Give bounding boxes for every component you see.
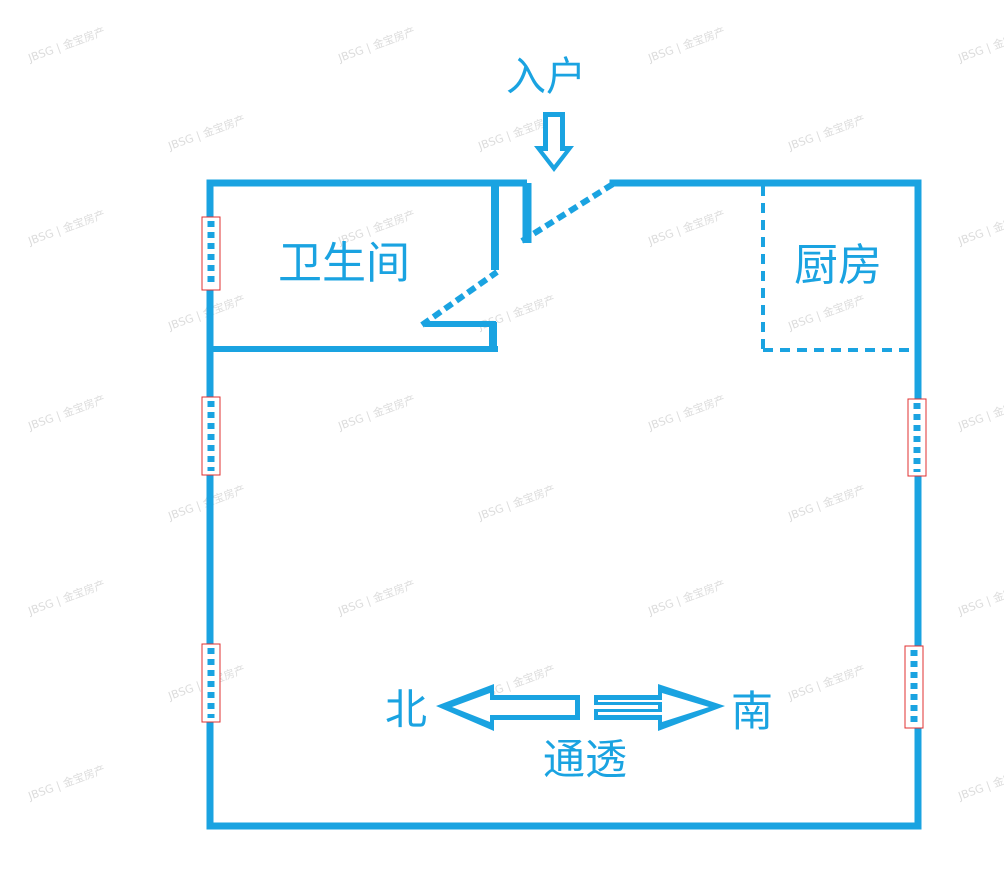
watermark-text: JBSG | 金宝房产 [335, 24, 417, 65]
windows [201, 216, 927, 729]
north-label: 北 [385, 685, 427, 734]
watermark-text: JBSG | 金宝房产 [955, 24, 1004, 65]
door-swing [520, 181, 615, 244]
watermark-text: JBSG | 金宝房产 [25, 24, 107, 65]
watermark-text: JBSG | 金宝房产 [785, 292, 867, 333]
bathroom-label: 卫生间 [278, 238, 410, 289]
watermark-text: JBSG | 金宝房产 [475, 482, 557, 523]
watermark-text: JBSG | 金宝房产 [25, 392, 107, 433]
watermark-text: JBSG | 金宝房产 [25, 762, 107, 803]
watermark-text: JBSG | 金宝房产 [645, 577, 727, 618]
watermark-text: JBSG | 金宝房产 [335, 577, 417, 618]
watermark-text: JBSG | 金宝房产 [165, 112, 247, 153]
south-label: 南 [731, 687, 773, 736]
watermark-text: JBSG | 金宝房产 [645, 392, 727, 433]
watermark-text: JBSG | 金宝房产 [165, 292, 247, 333]
watermark-text: JBSG | 金宝房产 [25, 577, 107, 618]
window-icon [907, 398, 927, 477]
watermark-layer: JBSG | 金宝房产 JBSG | 金宝房产 JBSG | 金宝房产 JBSG | … [25, 24, 1004, 803]
window-icon [904, 645, 924, 729]
watermark-text: JBSG | 金宝房产 [165, 482, 247, 523]
kitchen-partition [761, 186, 915, 352]
watermark-text: JBSG | 金宝房产 [645, 207, 727, 248]
down-arrow-icon [534, 112, 574, 172]
window-icon [201, 396, 221, 476]
watermark-text: JBSG | 金宝房产 [785, 482, 867, 523]
bathroom-walls [210, 183, 499, 352]
bathroom-door-swing [420, 269, 499, 328]
watermark-text: JBSG | 金宝房产 [335, 392, 417, 433]
watermark-text: JBSG | 金宝房产 [785, 662, 867, 703]
entrance-door [500, 179, 615, 244]
watermark-text: JBSG | 金宝房产 [645, 24, 727, 65]
window-icon [201, 216, 221, 291]
watermark-text: JBSG | 金宝房产 [785, 112, 867, 153]
watermark-text: JBSG | 金宝房产 [955, 207, 1004, 248]
entrance-label: 入户 [506, 54, 586, 100]
watermark-text: JBSG | 金宝房产 [25, 207, 107, 248]
watermark-text: JBSG | 金宝房产 [955, 762, 1004, 803]
kitchen-label: 厨房 [794, 240, 882, 291]
through-label: 通透 [543, 735, 627, 784]
double-arrow-icon [436, 684, 725, 731]
window-icon [201, 643, 221, 723]
watermark-text: JBSG | 金宝房产 [955, 392, 1004, 433]
watermark-text: JBSG | 金宝房产 [955, 577, 1004, 618]
